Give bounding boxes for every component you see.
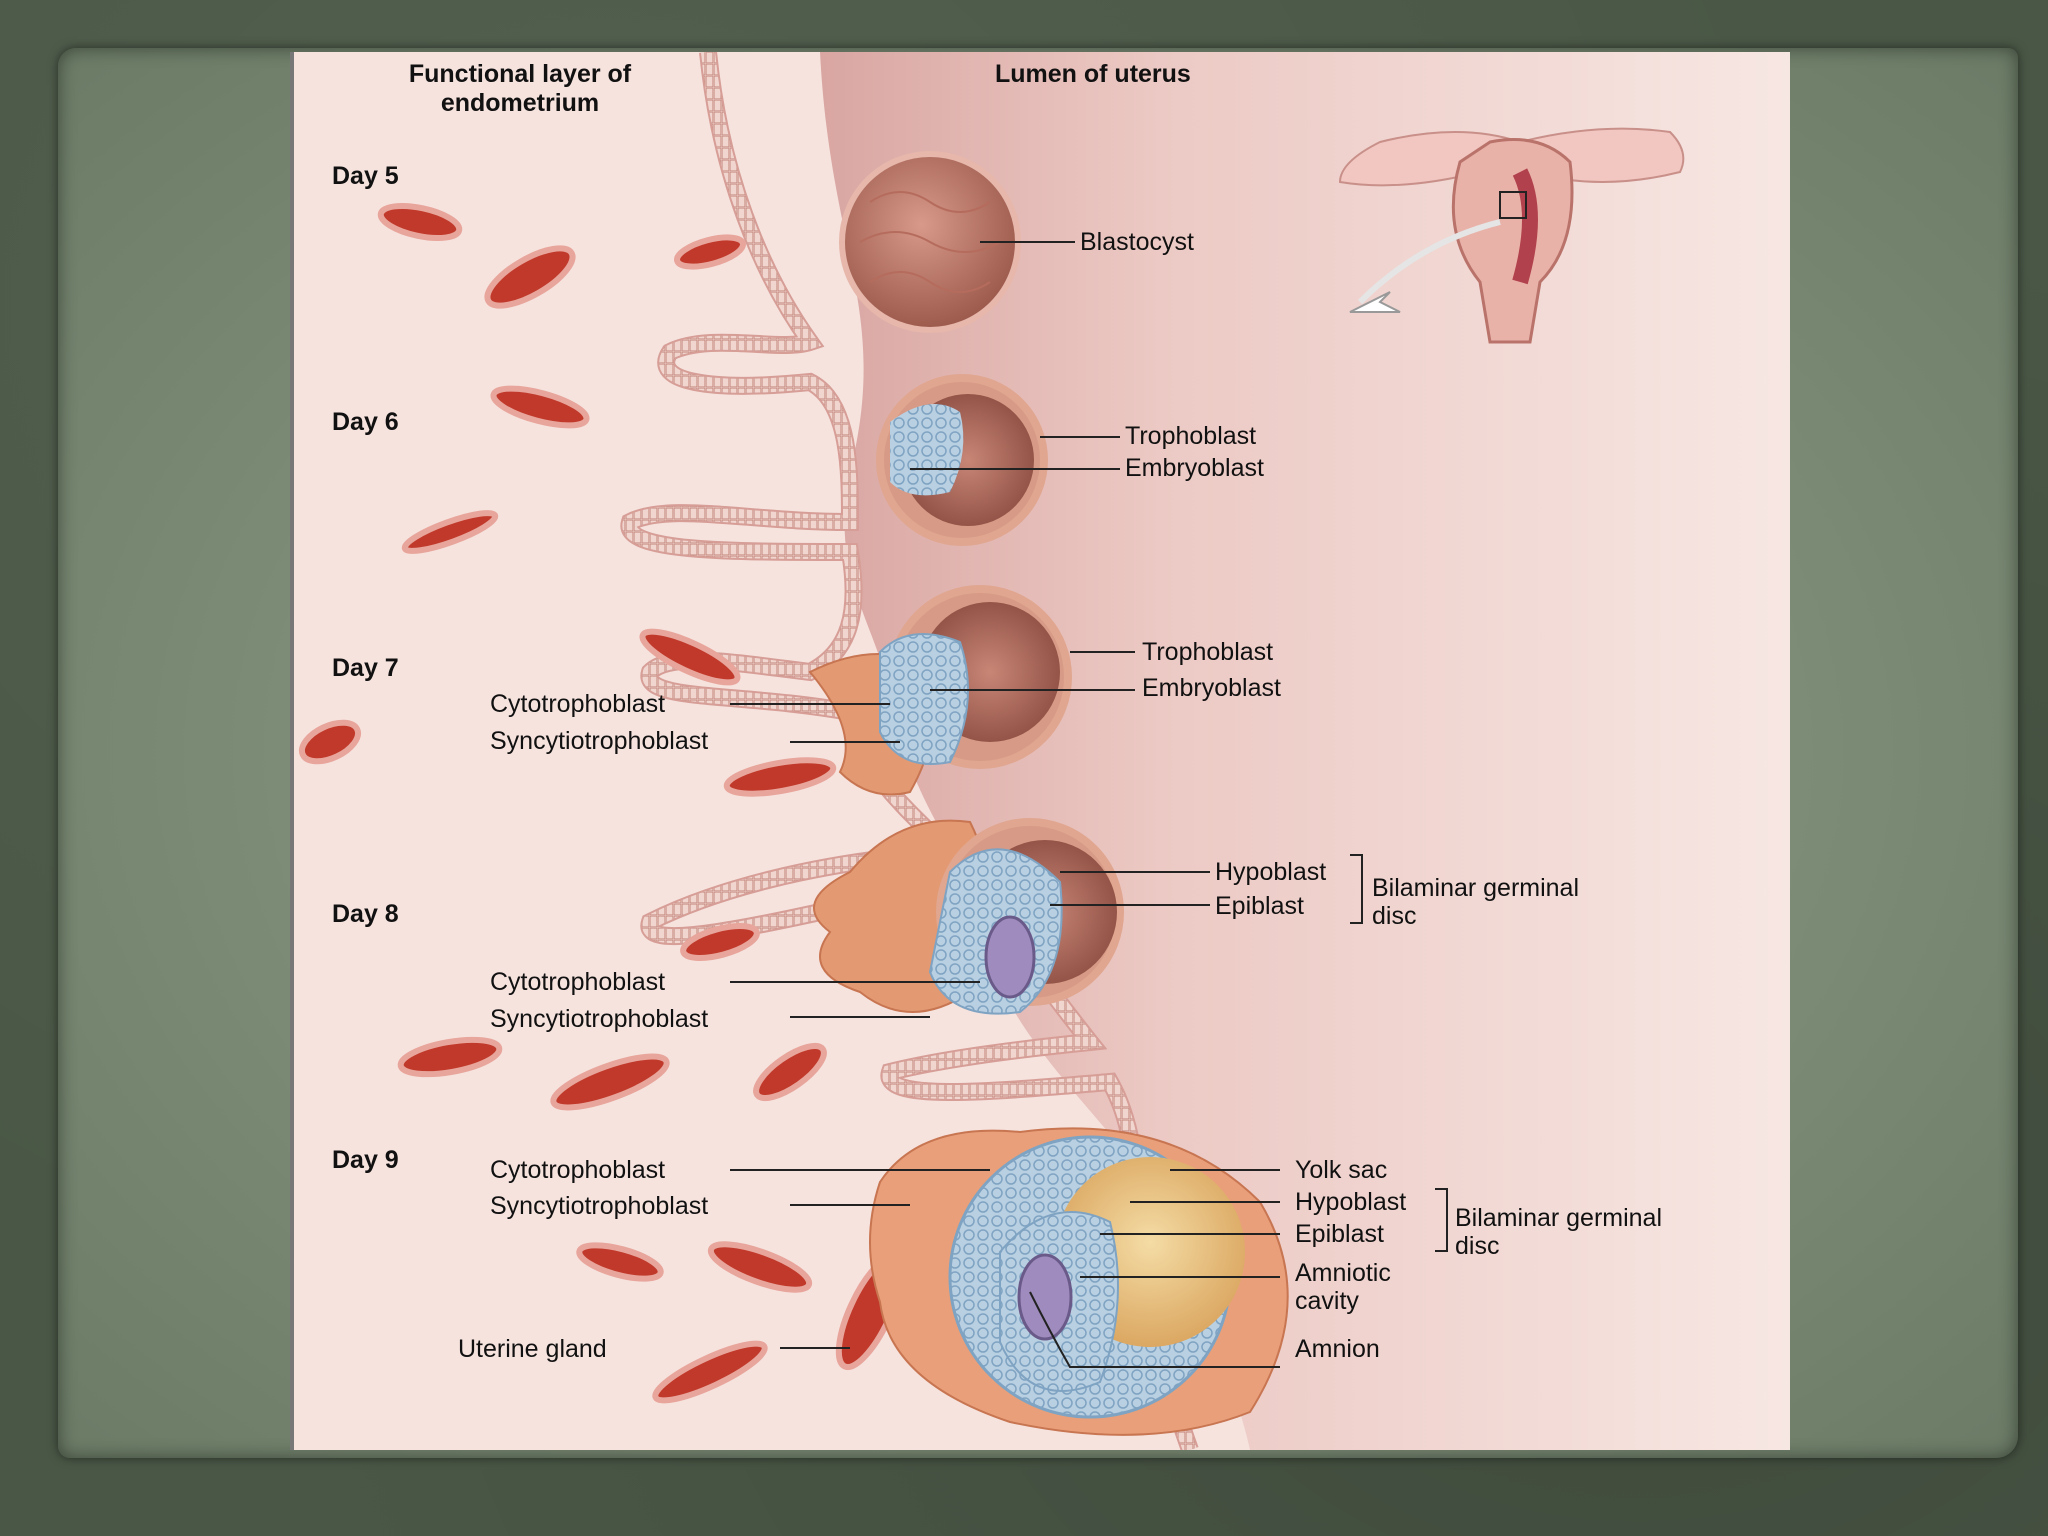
blood-vessels [298, 202, 1043, 1410]
hypoblast-label-day8: Hypoblast [1215, 858, 1327, 886]
hypoblast-label-day9: Hypoblast [1295, 1188, 1407, 1216]
vessel [401, 510, 499, 554]
trophoblast-label-day7: Trophoblast [1142, 638, 1274, 666]
embryoblast-day6 [890, 404, 964, 496]
day-8-label: Day 8 [332, 900, 399, 928]
vessel [753, 1042, 827, 1102]
implantation-figure: Functional layer of endometrium Lumen of… [290, 52, 1790, 1450]
epiblast-label-day9: Epiblast [1295, 1220, 1384, 1248]
embryoblast-label-day7: Embryoblast [1142, 674, 1281, 702]
vessel [298, 719, 362, 765]
figure-artwork [298, 52, 1790, 1450]
vessel [674, 234, 746, 270]
bilaminar-disc-label-day9: Bilaminar germinal disc [1455, 1204, 1663, 1260]
uterine-lumen [820, 52, 1790, 1450]
cytotrophoblast-label-day8: Cytotrophoblast [490, 968, 666, 996]
epiblast-label-day8: Epiblast [1215, 892, 1304, 920]
lumen-header: Lumen of uterus [995, 60, 1191, 88]
vessel [550, 1053, 670, 1111]
embryoblast-label-day6: Embryoblast [1125, 454, 1264, 482]
amniotic-cavity [1017, 1253, 1073, 1341]
blastocyst-label: Blastocyst [1080, 228, 1194, 256]
uterus-inset [1338, 127, 1685, 344]
trophoblast-label-day6: Trophoblast [1125, 422, 1257, 450]
syncytiotrophoblast-label-day8: Syncytiotrophoblast [490, 1005, 709, 1033]
vessel [707, 1241, 813, 1293]
yolk-sac-label: Yolk sac [1295, 1156, 1388, 1184]
vessel [723, 757, 837, 797]
vessel [490, 385, 590, 429]
day-9-label: Day 9 [332, 1146, 399, 1174]
amnion-label: Amnion [1295, 1335, 1380, 1363]
vessel [576, 1242, 664, 1282]
cytotrophoblast-label-day7: Cytotrophoblast [490, 690, 666, 718]
vessel [680, 923, 760, 961]
vessel [639, 628, 741, 686]
day-6-label: Day 6 [332, 408, 399, 436]
cytotrophoblast-label-day9: Cytotrophoblast [490, 1156, 666, 1184]
vessel [652, 1340, 768, 1404]
cytotrophoblast-day7 [879, 633, 969, 765]
functional-layer-header: Functional layer of endometrium [408, 60, 632, 117]
figure-border [290, 52, 1790, 1450]
leader-lines [730, 241, 1448, 1368]
amniotic-cavity-label: Amniotic cavity [1295, 1259, 1391, 1315]
day-7-label: Day 7 [332, 654, 399, 682]
vessel [397, 1036, 503, 1078]
syncytiotrophoblast-label-day7: Syncytiotrophoblast [490, 727, 709, 755]
vessel [377, 202, 463, 242]
day-5-label: Day 5 [332, 162, 399, 190]
syncytiotrophoblast-label-day9: Syncytiotrophoblast [490, 1192, 709, 1220]
bilaminar-disc-label-day8: Bilaminar germinal disc [1372, 874, 1580, 930]
uterine-gland-label: Uterine gland [458, 1335, 607, 1363]
vessel [484, 245, 576, 309]
